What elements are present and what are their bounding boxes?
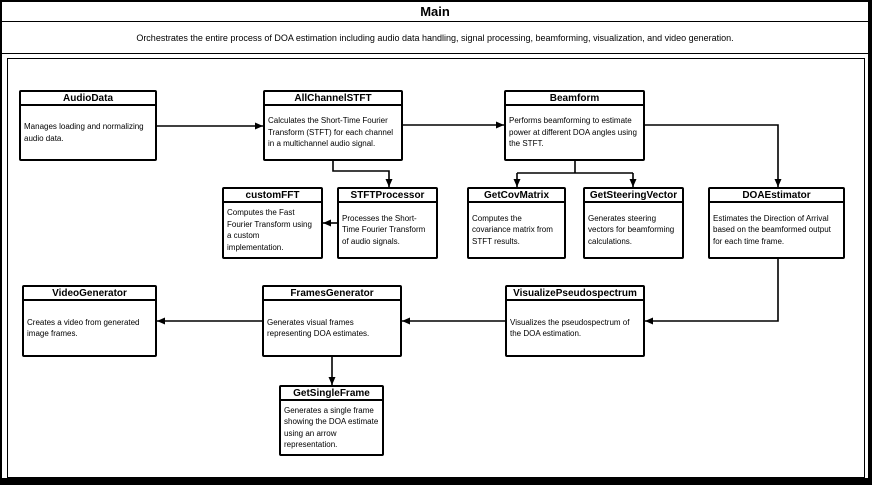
node-videogenerator[interactable]: VideoGenerator Creates a video from gene…	[22, 285, 157, 357]
node-audiodata[interactable]: AudioData Manages loading and normalizin…	[19, 90, 157, 161]
node-visualizepseudospectrum-description: Visualizes the pseudospectrum of the DOA…	[510, 317, 630, 339]
node-videogenerator-description: Creates a video from generated image fra…	[27, 317, 140, 339]
node-framesgenerator[interactable]: FramesGenerator Generates visual frames …	[262, 285, 402, 357]
diagram-title: Main	[2, 2, 868, 22]
node-getsteeringvector[interactable]: GetSteeringVector Generates steering vec…	[583, 187, 684, 259]
node-beamform[interactable]: Beamform Performs beamforming to estimat…	[504, 90, 645, 161]
node-getcovmatrix-description: Computes the covariance matrix from STFT…	[472, 213, 553, 246]
node-getsingleframe-title: GetSingleFrame	[281, 387, 382, 401]
node-getsteeringvector-title: GetSteeringVector	[585, 189, 682, 203]
node-videogenerator-title: VideoGenerator	[24, 287, 155, 301]
node-getcovmatrix-title: GetCovMatrix	[469, 189, 564, 203]
node-allchannelstft-title: AllChannelSTFT	[265, 92, 401, 106]
node-allchannelstft-description: Calculates the Short-Time Fourier Transf…	[268, 116, 394, 149]
node-doaestimator[interactable]: DOAEstimator Estimates the Direction of …	[708, 187, 845, 259]
node-beamform-title: Beamform	[506, 92, 643, 106]
node-visualizepseudospectrum[interactable]: VisualizePseudospectrum Visualizes the p…	[505, 285, 645, 357]
node-stftprocessor[interactable]: STFTProcessor Processes the Short-Time F…	[337, 187, 438, 259]
diagram-paper: Main Orchestrates the entire process of …	[2, 2, 868, 478]
connector-layer	[157, 121, 782, 385]
node-allchannelstft[interactable]: AllChannelSTFT Calculates the Short-Time…	[263, 90, 403, 161]
node-audiodata-title: AudioData	[21, 92, 155, 106]
node-stftprocessor-description: Processes the Short-Time Fourier Transfo…	[342, 213, 426, 246]
node-getcovmatrix[interactable]: GetCovMatrix Computes the covariance mat…	[467, 187, 566, 259]
node-customfft-title: customFFT	[224, 189, 321, 203]
node-doaestimator-description: Estimates the Direction of Arrival based…	[713, 213, 831, 246]
node-audiodata-description: Manages loading and normalizing audio da…	[24, 122, 144, 143]
node-getsingleframe[interactable]: GetSingleFrame Generates a single frame …	[279, 385, 384, 456]
node-stftprocessor-title: STFTProcessor	[339, 189, 436, 203]
node-getsingleframe-description: Generates a single frame showing the DOA…	[284, 405, 379, 450]
node-beamform-description: Performs beamforming to estimate power a…	[509, 116, 637, 149]
node-customfft[interactable]: customFFT Computes the Fast Fourier Tran…	[222, 187, 323, 259]
node-framesgenerator-description: Generates visual frames representing DOA…	[267, 317, 370, 339]
node-doaestimator-title: DOAEstimator	[710, 189, 843, 203]
node-customfft-description: Computes the Fast Fourier Transform usin…	[227, 208, 312, 252]
edge-allchannelstft-stftprocessor	[332, 161, 393, 187]
node-getsteeringvector-description: Generates steering vectors for beamformi…	[588, 213, 675, 246]
node-visualizepseudospectrum-title: VisualizePseudospectrum	[507, 287, 643, 301]
node-framesgenerator-title: FramesGenerator	[264, 287, 400, 301]
edge-doaestimator-visualizepseudospectrum	[645, 259, 779, 325]
edge-beamform-doaestimator	[645, 124, 782, 187]
edge-beamform-stem	[517, 161, 633, 174]
diagram-subtitle: Orchestrates the entire process of DOA e…	[2, 23, 868, 54]
